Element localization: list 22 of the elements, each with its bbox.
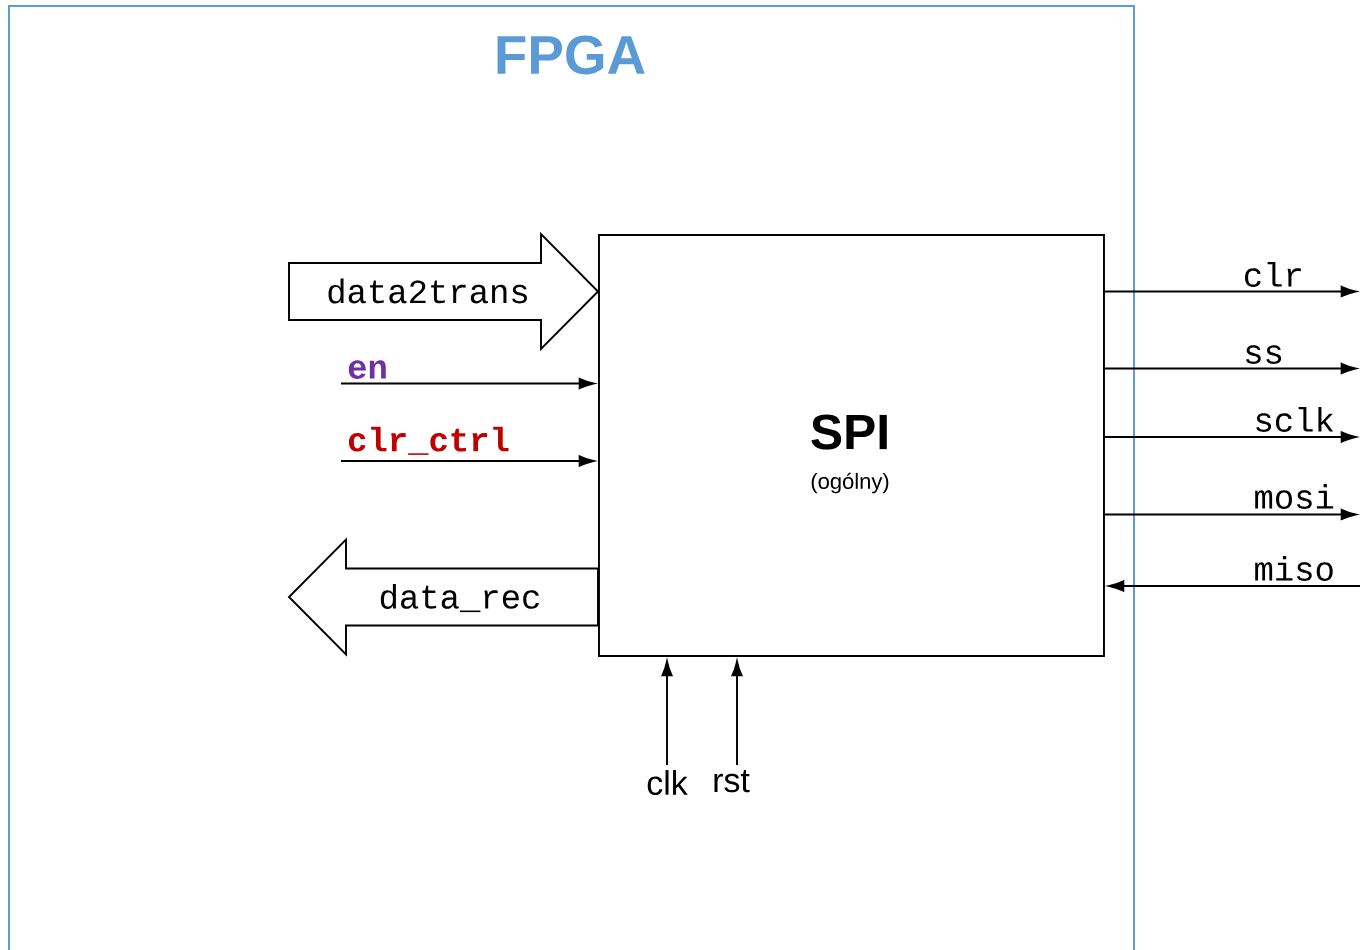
block-arrow xyxy=(288,231,600,352)
block-box: SPI (ogólny) xyxy=(598,234,1105,657)
signal-label: clr xyxy=(1241,260,1306,289)
arrow xyxy=(1103,285,1357,298)
signal-label: miso xyxy=(1251,554,1337,583)
signal-label: sclk xyxy=(1251,405,1337,434)
arrow xyxy=(1108,580,1360,592)
signal-label: data2trans xyxy=(328,278,527,304)
signal-label: clk xyxy=(644,768,690,797)
arrow xyxy=(1103,362,1357,375)
signal-label: data_rec xyxy=(380,583,539,613)
signal-label: en xyxy=(345,358,390,381)
arrow xyxy=(661,660,673,766)
signal-label: ss xyxy=(1241,343,1286,366)
arrow xyxy=(1103,431,1357,443)
block-arrow xyxy=(287,537,599,657)
signal-label: rst xyxy=(710,768,752,795)
arrow xyxy=(731,660,743,766)
arrow xyxy=(340,455,595,467)
signal-label: mosi xyxy=(1251,482,1337,511)
signal-label: clr_ctrl xyxy=(345,424,512,457)
arrow xyxy=(1103,508,1357,521)
